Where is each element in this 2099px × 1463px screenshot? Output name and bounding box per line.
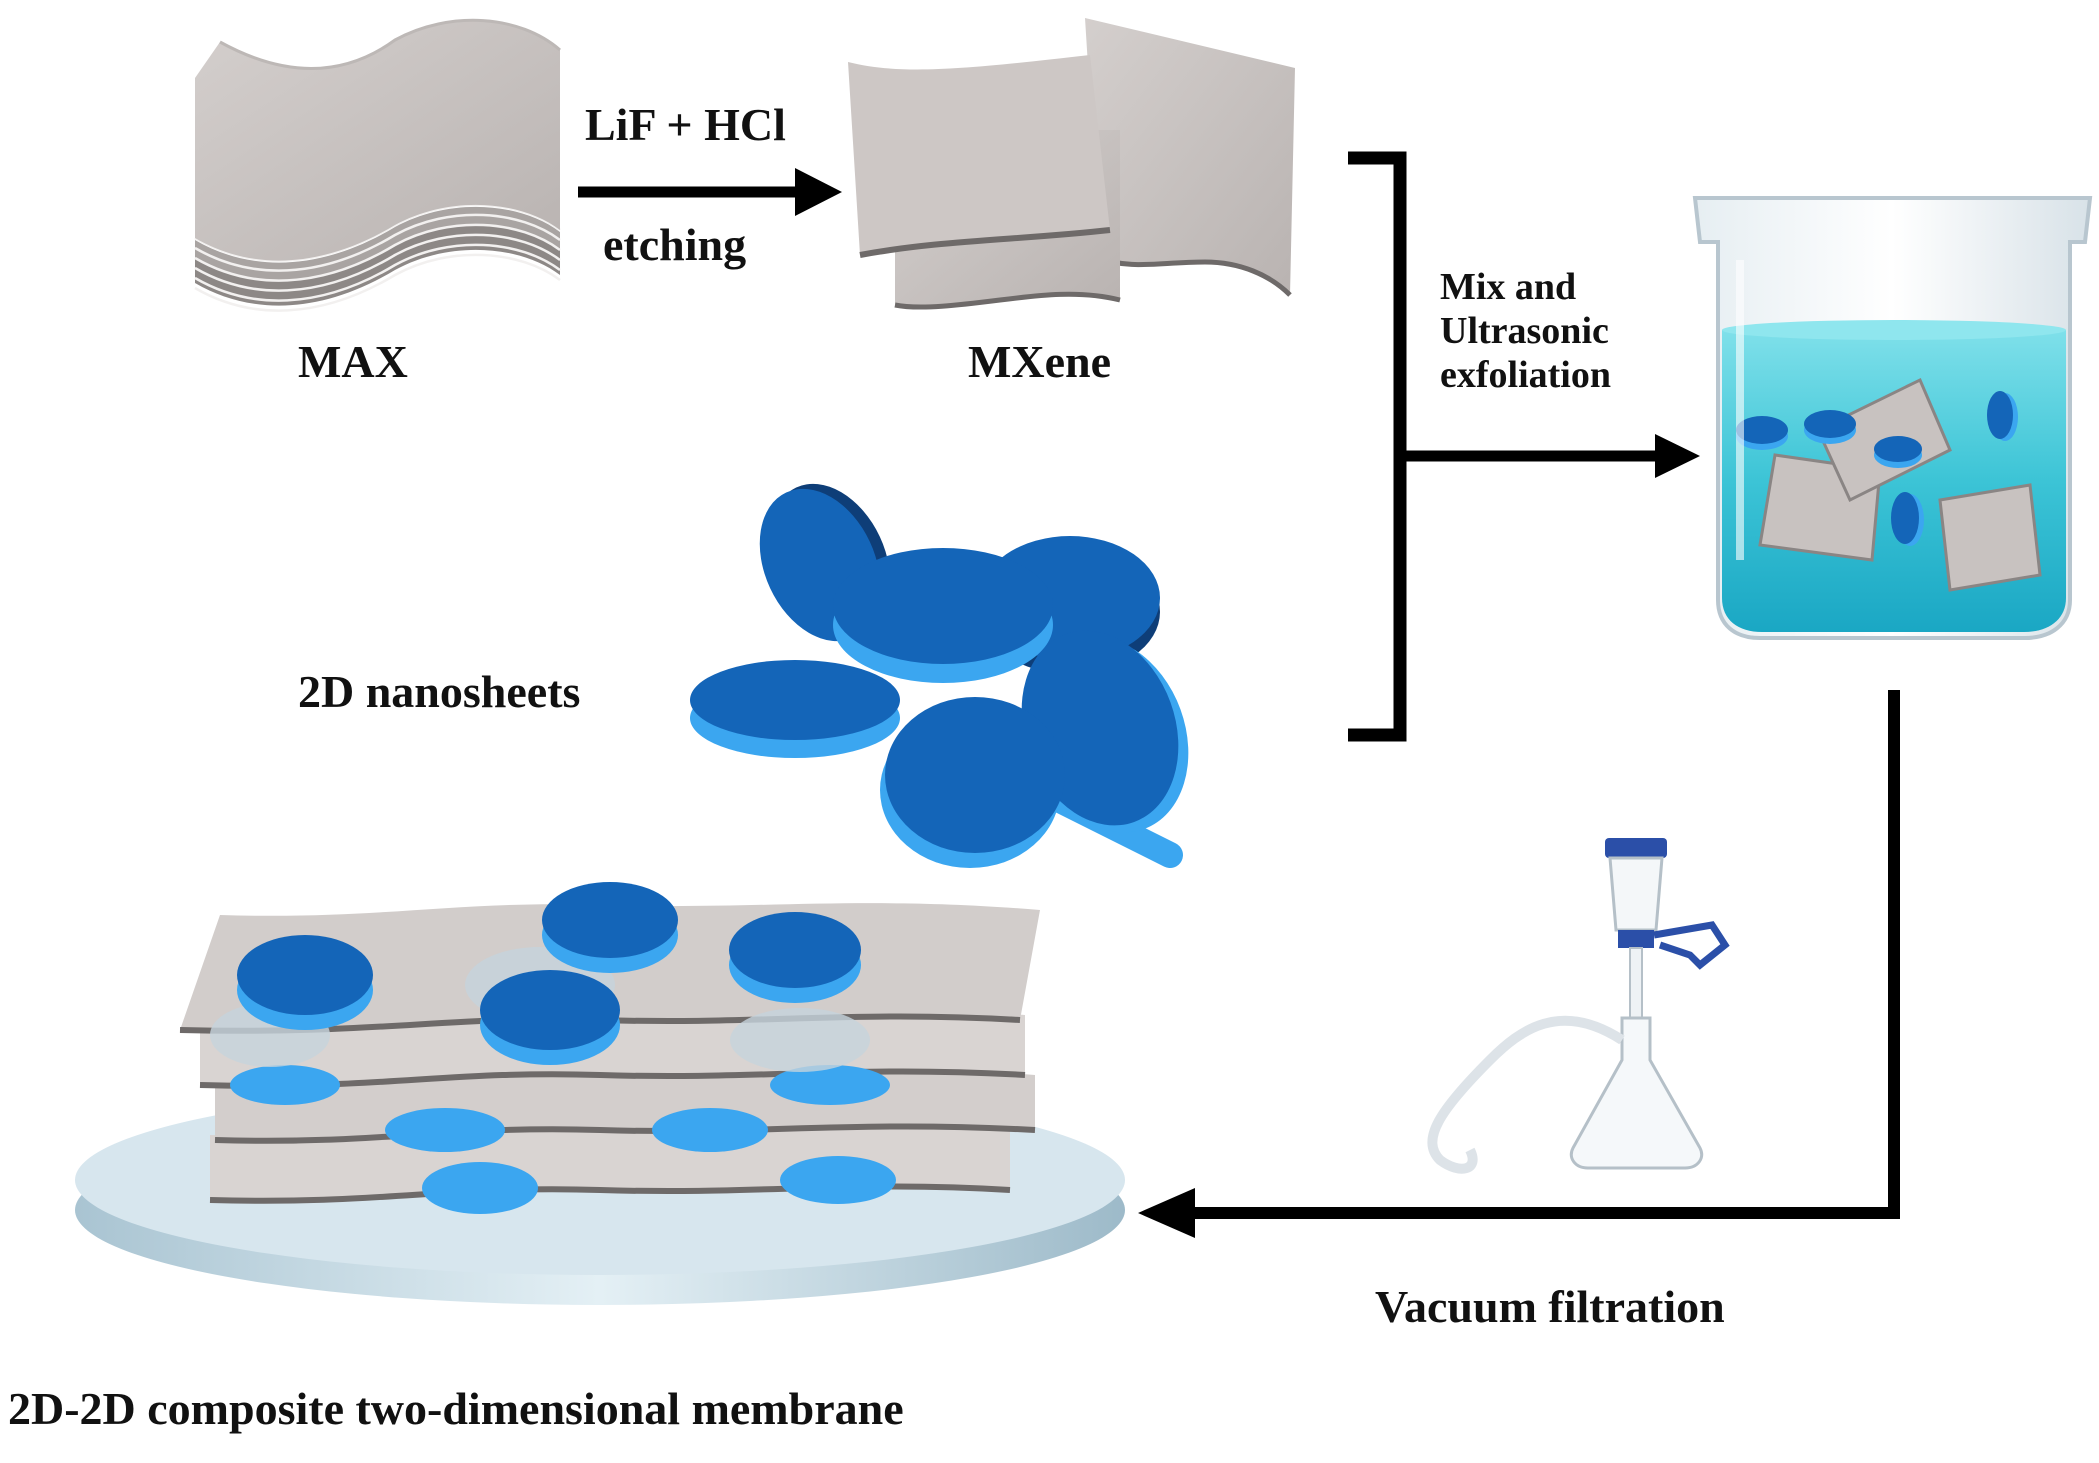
mix-exfoliation-label: Mix and Ultrasonic exfoliation	[1440, 265, 1611, 397]
beaker-icon	[1692, 196, 2093, 640]
etching-arrow-head	[795, 168, 842, 216]
mix-line-1: Mix and	[1440, 266, 1577, 308]
filtration-arrow	[1138, 690, 1900, 1238]
etchant-label: LiF + HCl	[585, 99, 786, 150]
mxene-flakes-icon	[848, 18, 1295, 310]
membrane-stack-icon	[75, 882, 1125, 1305]
etching-label: etching	[603, 219, 747, 270]
vacuum-filtration-label: Vacuum filtration	[1375, 1281, 1725, 1332]
mix-bracket	[1348, 151, 1700, 742]
nanosheets-label: 2D nanosheets	[298, 666, 581, 717]
mix-line-2: Ultrasonic	[1440, 310, 1609, 352]
membrane-label: 2D-2D composite two-dimensional membrane	[8, 1383, 904, 1434]
vacuum-filter-flask-icon	[1427, 838, 1730, 1174]
max-stack-icon	[194, 18, 561, 312]
mix-line-3: exfoliation	[1440, 354, 1611, 396]
mxene-label: MXene	[968, 336, 1112, 387]
max-label: MAX	[298, 336, 408, 387]
nanosheet-discs-icon	[690, 483, 1189, 868]
